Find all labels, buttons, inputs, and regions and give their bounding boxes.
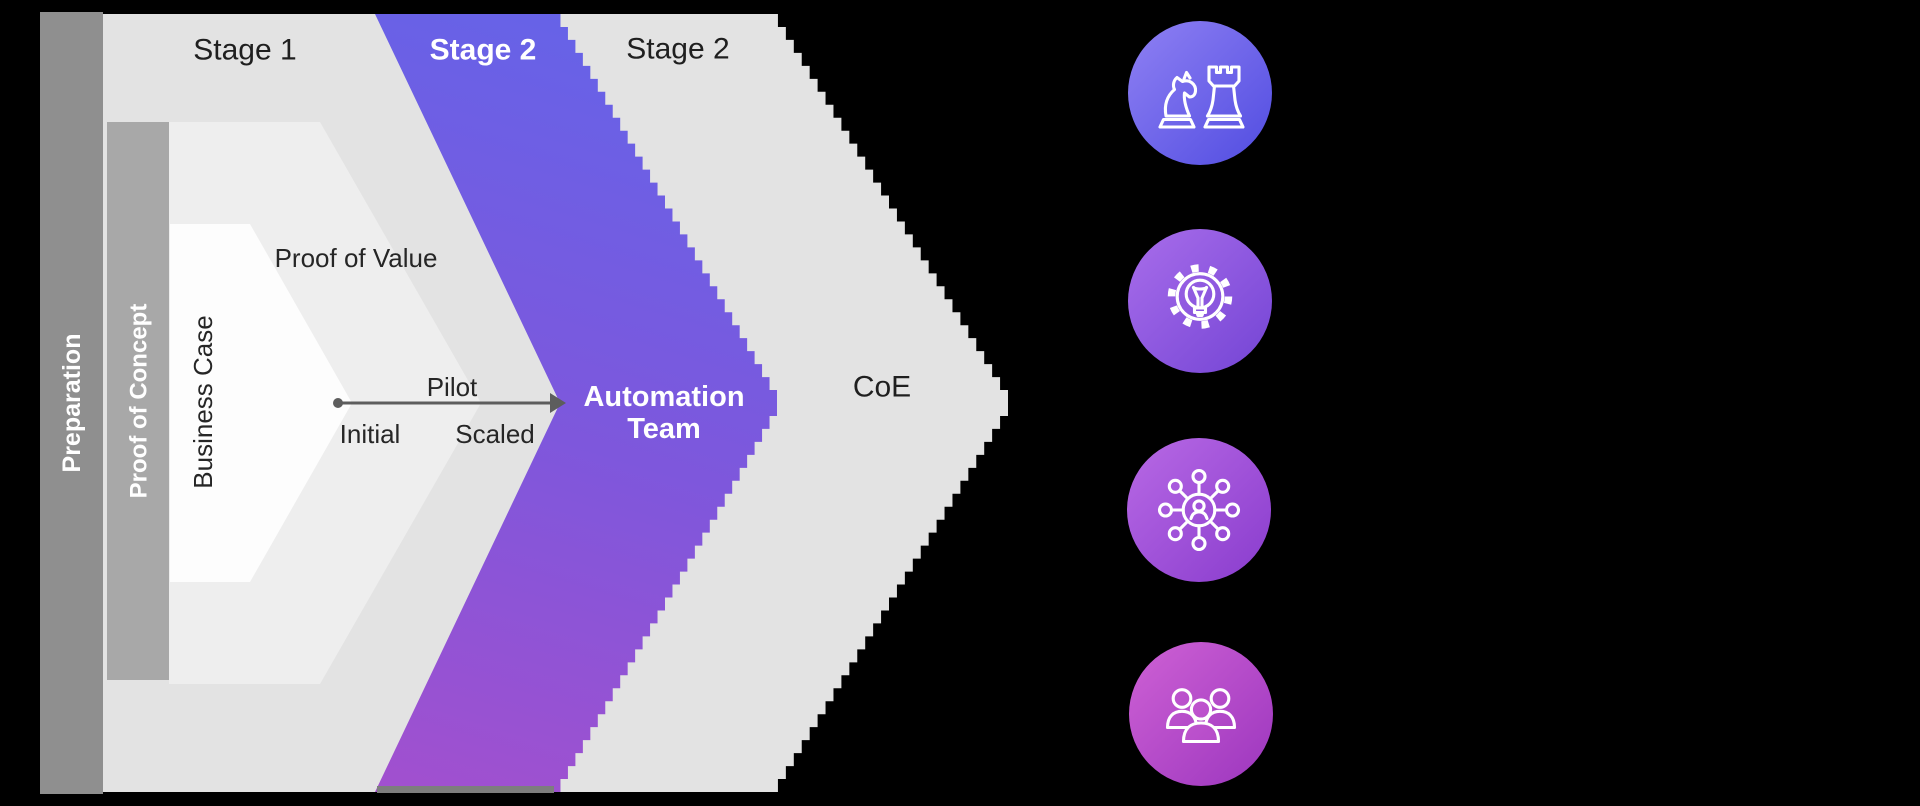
initial-label: Initial [340, 419, 401, 449]
chess-glyph [1158, 65, 1245, 129]
preparation-label: Preparation [58, 334, 86, 473]
stage-2-label-purple: Stage 2 [430, 34, 537, 67]
automation-team-label-line1: Automation [583, 381, 744, 413]
stage2-purple-chevron [375, 14, 777, 792]
stage-1-label: Stage 1 [193, 34, 296, 67]
business-case-label: Business Case [188, 315, 218, 488]
proof-of-concept-bar [107, 122, 169, 680]
pilot-arrow [333, 393, 566, 413]
team-glyph [1165, 688, 1237, 744]
team-group-icon [1129, 642, 1273, 786]
automation-team-label-line2: Team [627, 413, 701, 445]
gear-bulb-glyph [1167, 264, 1233, 329]
scaled-label: Scaled [455, 419, 535, 449]
network-glyph [1157, 468, 1241, 552]
business-case-chevron [170, 224, 352, 582]
icon-circle [1128, 229, 1272, 373]
proof-of-concept-label: Proof of Concept [126, 304, 153, 499]
chess-strategy-icon [1128, 21, 1272, 165]
preparation-bar [40, 12, 103, 794]
people-network-icon [1127, 438, 1271, 582]
icon-circle [1128, 21, 1272, 165]
bottom-shadow-strip [377, 786, 554, 793]
proof-of-value-label: Proof of Value [275, 243, 438, 273]
coe-label: CoE [853, 371, 911, 404]
stage-2-label-gray: Stage 2 [626, 33, 729, 66]
pilot-arrow-dot [333, 398, 343, 408]
pilot-label: Pilot [427, 372, 478, 402]
pilot-arrowhead [550, 393, 566, 413]
gear-lightbulb-icon [1128, 229, 1272, 373]
